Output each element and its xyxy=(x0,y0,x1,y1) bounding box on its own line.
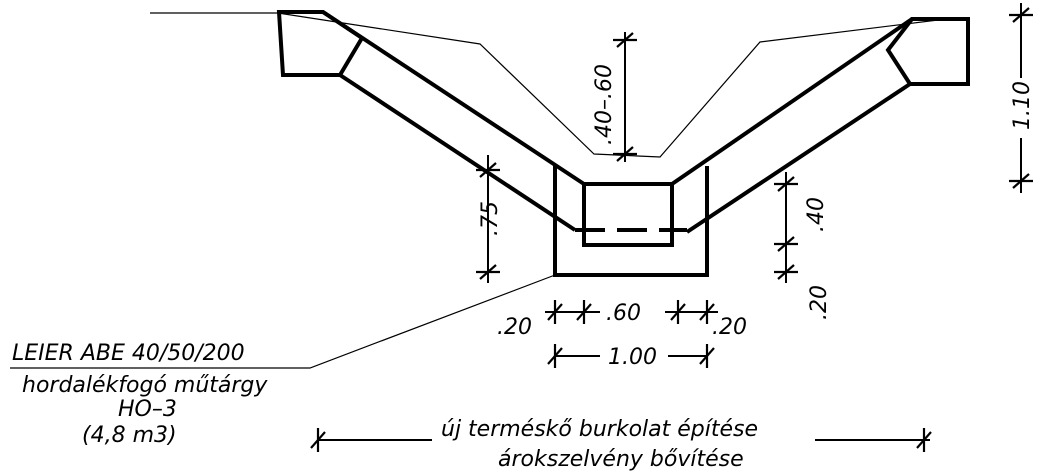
existing-ground-line xyxy=(150,12,939,158)
dim-widths-row: .20 .60 .20 xyxy=(497,300,747,340)
structure-volume-label: (4,8 m3) xyxy=(82,423,177,448)
dim-pipe-depth: .75 xyxy=(476,155,503,283)
structure-name-label: LEIER ABE 40/50/200 xyxy=(12,341,245,366)
right-lining-top-edge xyxy=(670,17,914,186)
left-lining-bottom-edge xyxy=(338,73,577,232)
dim-total-height: 1.10 xyxy=(1009,3,1035,193)
sediment-trap-outer-box xyxy=(553,166,709,277)
dim-inner-width-label: .60 xyxy=(606,301,641,326)
dim-outer-width: 1.00 xyxy=(547,344,715,370)
lining-label-line1: új terméskő burkolat építése xyxy=(441,417,758,442)
dim-inner-height-label: .40 xyxy=(804,197,829,232)
left-wing-wall xyxy=(276,10,365,77)
right-lining-bottom-edge xyxy=(685,82,912,234)
structure-leader-line xyxy=(10,274,556,369)
dim-depth-range-label: .40–.60 xyxy=(592,64,617,145)
structure-id-label: HO–3 xyxy=(118,397,177,422)
dim-inner-height: .40 .20 xyxy=(774,172,832,320)
left-lining-top-edge xyxy=(321,10,586,186)
dim-depth-range: .40–.60 xyxy=(592,32,637,162)
structure-desc-label: hordalékfogó műtárgy xyxy=(22,373,268,398)
dim-lining-extent: új terméskő burkolat építése árokszelvén… xyxy=(310,417,932,472)
dim-base-thickness-label: .20 xyxy=(807,285,832,320)
dim-pipe-depth-label: .75 xyxy=(478,201,503,236)
right-wing-wall xyxy=(885,17,970,86)
dim-outer-width-label: 1.00 xyxy=(608,345,657,370)
lining-label-line2: árokszelvény bővítése xyxy=(498,447,744,472)
sediment-trap-inner-walls xyxy=(582,184,674,247)
dim-wall-right-label: .20 xyxy=(712,315,747,340)
dim-total-height-label: 1.10 xyxy=(1010,81,1035,130)
dim-wall-left-label: .20 xyxy=(497,315,532,340)
